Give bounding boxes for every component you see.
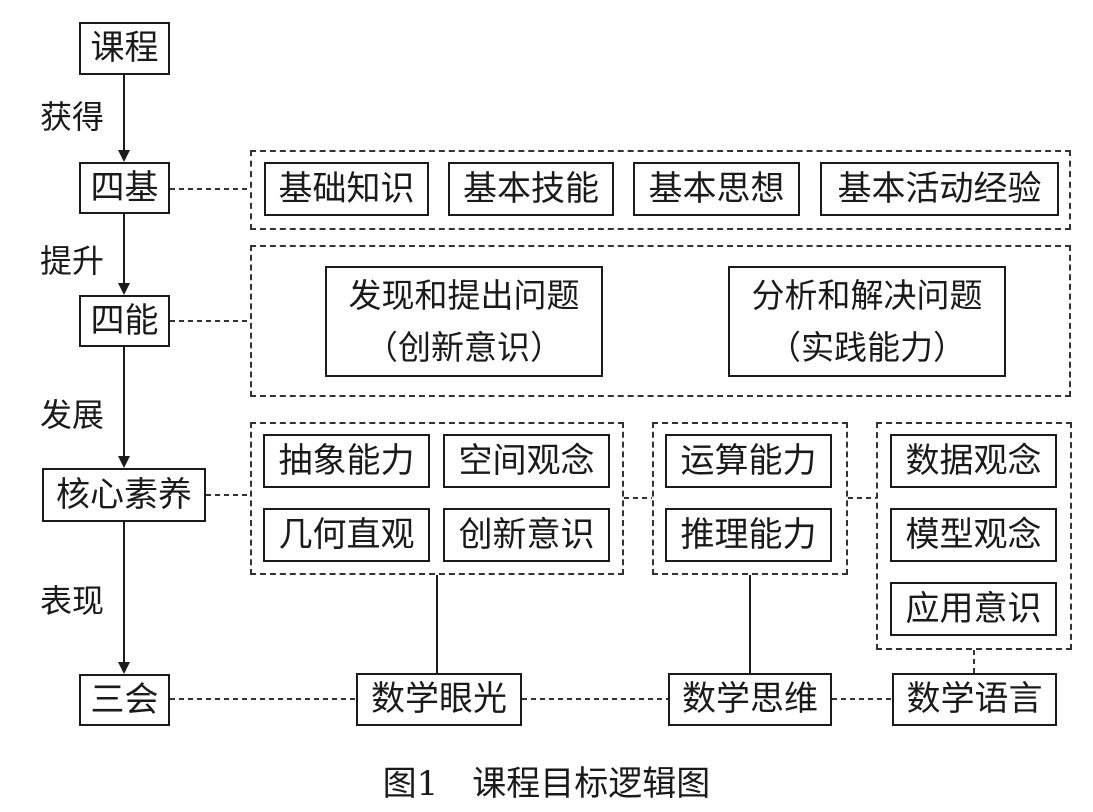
course-label: 课程 xyxy=(90,28,159,69)
core-literacy-label: 核心素养 xyxy=(56,474,192,515)
core-item: 数据观念 xyxy=(890,434,1057,488)
four-abilities-item-line1: 发现和提出问题 xyxy=(348,276,580,316)
four-abilities-group xyxy=(250,245,1071,397)
core-group-thinking xyxy=(652,422,848,575)
figure-caption: 图1 课程目标逻辑图 xyxy=(382,764,711,804)
core-item: 应用意识 xyxy=(890,582,1057,636)
core-item-label: 几何直观 xyxy=(278,514,415,555)
core-group-eye xyxy=(250,422,624,575)
four-bases-item-label: 基本活动经验 xyxy=(837,168,1042,209)
four-abilities-item-line1: 分析和解决问题 xyxy=(751,276,983,316)
core-item: 创新意识 xyxy=(443,508,610,562)
core-item-label: 创新意识 xyxy=(458,514,595,555)
arrow-label-develop: 发展 xyxy=(40,396,105,434)
core-item: 模型观念 xyxy=(890,508,1057,562)
four-bases-label: 四基 xyxy=(90,167,159,208)
four-bases-item: 基础知识 xyxy=(264,162,429,216)
three-can-item-label: 数学眼光 xyxy=(371,679,507,720)
core-item: 空间观念 xyxy=(443,434,610,488)
four-abilities-box: 四能 xyxy=(79,295,170,347)
arrow-label-obtain: 获得 xyxy=(40,98,105,136)
core-item-label: 运算能力 xyxy=(680,440,817,481)
four-bases-item: 基本技能 xyxy=(448,162,614,216)
core-group-language xyxy=(876,422,1072,650)
three-can-item-label: 数学语言 xyxy=(906,679,1043,720)
three-can-label: 三会 xyxy=(90,679,159,720)
core-literacy-box: 核心素养 xyxy=(42,468,206,522)
four-bases-item: 基本思想 xyxy=(633,162,800,216)
core-item: 推理能力 xyxy=(665,508,832,562)
four-abilities-item-line2: （创新意识） xyxy=(365,327,563,367)
arrow-label-manifest: 表现 xyxy=(40,582,105,620)
four-bases-item-label: 基本技能 xyxy=(463,168,599,209)
three-can-box: 三会 xyxy=(79,674,170,726)
core-item: 几何直观 xyxy=(263,508,430,562)
four-bases-box: 四基 xyxy=(79,162,170,214)
four-abilities-label: 四能 xyxy=(90,300,159,341)
core-item-label: 推理能力 xyxy=(680,514,817,555)
four-bases-item-label: 基础知识 xyxy=(278,168,415,209)
three-can-item-label: 数学思维 xyxy=(682,679,818,720)
course-box: 课程 xyxy=(79,22,170,75)
three-can-item: 数学思维 xyxy=(668,673,832,726)
three-can-item: 数学眼光 xyxy=(356,673,522,726)
four-bases-group xyxy=(250,150,1071,230)
four-bases-item: 基本活动经验 xyxy=(820,162,1059,216)
core-item: 抽象能力 xyxy=(263,434,430,488)
core-item-label: 应用意识 xyxy=(905,588,1042,629)
core-item-label: 模型观念 xyxy=(905,514,1042,555)
core-item-label: 数据观念 xyxy=(905,440,1042,481)
four-abilities-item-line2: （实践能力） xyxy=(768,327,966,367)
arrow-label-improve: 提升 xyxy=(40,242,105,280)
three-can-item: 数学语言 xyxy=(892,673,1057,726)
four-bases-item-label: 基本思想 xyxy=(648,168,785,209)
core-item-label: 空间观念 xyxy=(458,440,595,481)
four-abilities-item: 发现和提出问题 （创新意识） xyxy=(325,266,603,377)
four-abilities-item: 分析和解决问题 （实践能力） xyxy=(728,266,1006,377)
core-item-label: 抽象能力 xyxy=(278,440,415,481)
core-item: 运算能力 xyxy=(665,434,832,488)
